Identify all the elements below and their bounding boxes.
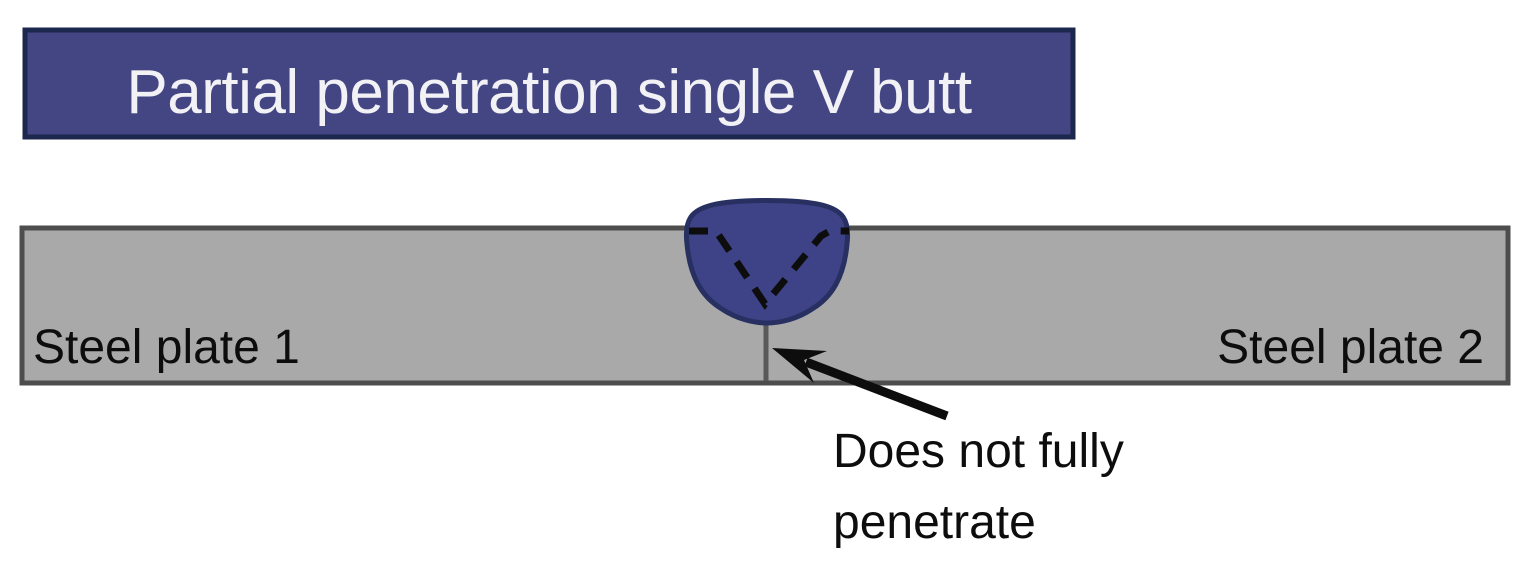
weld-bead [683,198,851,326]
annotation-arrowhead-icon [772,348,827,383]
plate-2-label: Steel plate 2 [1217,321,1484,374]
annotation-text-line1: Does not fully [833,425,1124,478]
annotation-arrow-shaft [804,357,949,421]
page-title: Partial penetration single V butt [126,58,971,127]
annotation-text-line2: penetrate [833,496,1036,549]
plate-1-label: Steel plate 1 [33,321,300,374]
title-box [22,27,1076,140]
